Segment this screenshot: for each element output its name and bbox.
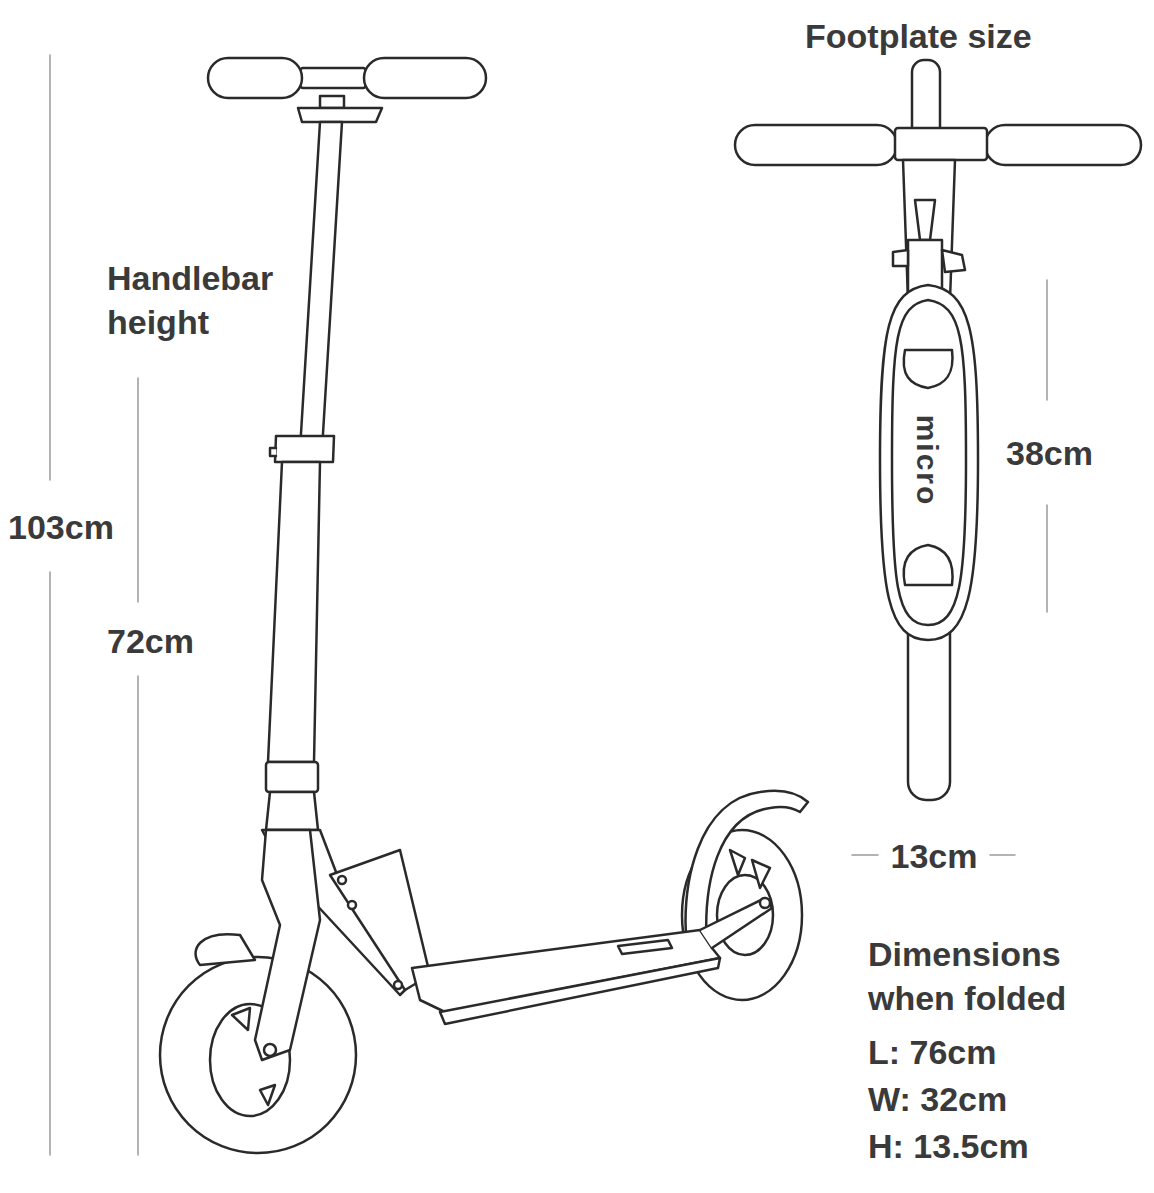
dimension-value: 72cm xyxy=(107,619,194,663)
dimension-heading: Handlebar height xyxy=(107,256,317,344)
dimension-value: 13cm xyxy=(891,834,978,878)
top-view xyxy=(735,60,1141,800)
folded-dimension: H: 13.5cm xyxy=(868,1124,1029,1168)
brand-logo: micro xyxy=(908,414,947,506)
folded-heading: Dimensions when folded xyxy=(868,932,1118,1020)
folded-dimension: W: 32cm xyxy=(868,1077,1007,1121)
folded-dimension: L: 76cm xyxy=(868,1030,997,1074)
dimension-value: 103cm xyxy=(8,505,114,549)
side-view xyxy=(160,58,808,1153)
dimension-value: 38cm xyxy=(1006,431,1093,475)
view-heading: Footplate size xyxy=(805,14,1032,58)
